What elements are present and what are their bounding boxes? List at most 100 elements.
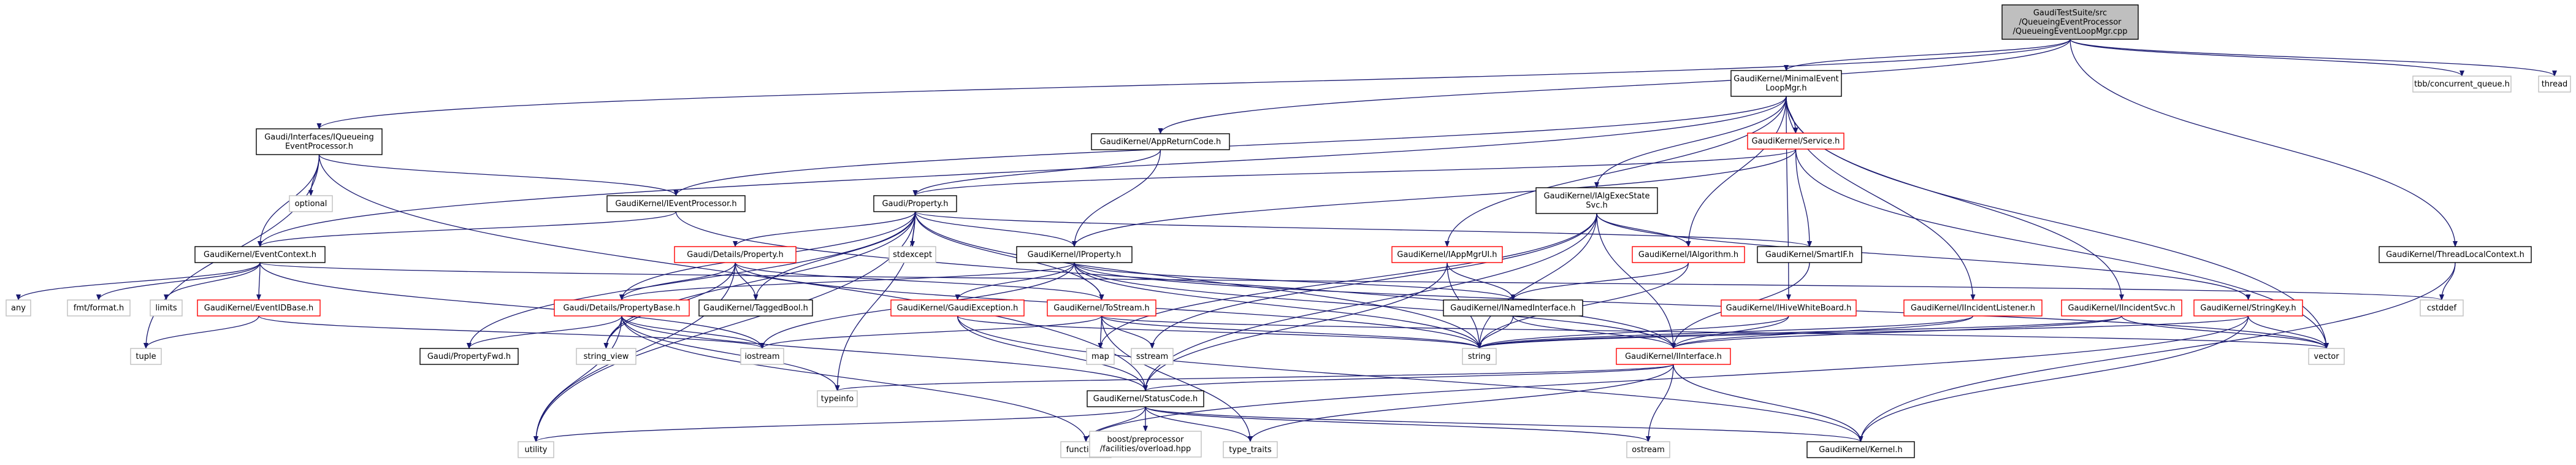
node-box — [1047, 299, 1156, 317]
node-threadlocal[interactable]: GaudiKernel/ThreadLocalContext.h — [2379, 246, 2532, 263]
edge-iproperty-to-string — [1074, 262, 1482, 349]
node-label: iostream — [744, 352, 779, 361]
edge-ialgexecstate-to-ialgorithm — [1596, 213, 1691, 247]
node-label: GaudiKernel/StringKey.h — [2200, 304, 2296, 313]
node-box — [2538, 75, 2571, 93]
node-label: GaudiTestSuite/src — [2033, 9, 2107, 18]
node-box — [2061, 299, 2182, 317]
node-thread: thread — [2538, 75, 2571, 93]
node-iincidentsvc[interactable]: GaudiKernel/IIncidentSvc.h — [2061, 299, 2182, 317]
edge-gaudiexception-to-statuscode — [957, 315, 1148, 391]
edge-root-to-tbbqueue — [2070, 39, 2464, 77]
node-kernel[interactable]: GaudiKernel/Kernel.h — [1806, 441, 1915, 458]
edge-inamedinterface-to-iinterface — [1512, 315, 1676, 349]
node-smartif[interactable]: GaudiKernel/SmartIF.h — [1757, 246, 1862, 263]
edge-eventcontext-to-cstddef — [259, 262, 2444, 301]
edge-iincidentlistener-to-iinterface — [1671, 315, 1974, 349]
node-taggedbool[interactable]: GaudiKernel/TaggedBool.h — [698, 299, 813, 317]
edge-tostream-to-sstream — [1101, 315, 1155, 349]
node-stdexcept: stdexcept — [889, 246, 936, 263]
node-box — [2412, 75, 2512, 93]
edge-iincidentsvc-to-iinterface — [1671, 315, 2122, 349]
edge-ihivewhiteboard-to-string — [1477, 315, 1789, 349]
edge-gaudiexception-to-kernel — [957, 315, 1863, 442]
node-label: GaudiKernel/EventContext.h — [204, 250, 316, 259]
node-eventcontext[interactable]: GaudiKernel/EventContext.h — [194, 246, 326, 263]
edge-service-to-smartif — [1795, 148, 1812, 247]
node-typeinfo: typeinfo — [817, 390, 858, 407]
node-iinterface[interactable]: GaudiKernel/IInterface.h — [1616, 348, 1731, 365]
node-tuple: tuple — [130, 348, 162, 365]
node-label: optional — [295, 199, 327, 209]
node-box — [1757, 246, 1862, 263]
edge-iinterface-to-statuscode — [1143, 364, 1674, 391]
node-box — [1089, 431, 1202, 458]
node-ihivewhiteboard[interactable]: GaudiKernel/IHiveWhiteBoard.h — [1721, 299, 1857, 317]
node-propertybase[interactable]: Gaudi/Details/PropertyBase.h — [554, 299, 690, 317]
edge-statuscode-to-typetraits — [1145, 406, 1253, 442]
edge-service-to-iproperty — [1072, 148, 1797, 247]
node-label: vector — [2314, 352, 2339, 361]
edge-iincidentsvc-to-vector — [2121, 315, 2329, 349]
edge-detailsproperty-to-propertybase — [619, 262, 736, 301]
node-iincidentlistener[interactable]: GaudiKernel/IIncidentListener.h — [1903, 299, 2043, 317]
node-appreturncode[interactable]: GaudiKernel/AppReturnCode.h — [1091, 133, 1230, 150]
edge-eventcontext-to-ieventobase — [256, 262, 262, 301]
node-label: /QueueingEventLoopMgr.cpp — [2012, 27, 2127, 36]
node-label: typeinfo — [821, 394, 854, 404]
edge-minimaleventloop-to-ihivewhiteboard — [1786, 96, 1791, 301]
node-box — [817, 390, 858, 407]
node-statuscode[interactable]: GaudiKernel/StatusCode.h — [1087, 390, 1204, 407]
edge-iinterface-to-ostream — [1646, 364, 1674, 442]
node-service[interactable]: GaudiKernel/Service.h — [1747, 133, 1844, 150]
edge-property-to-typeinfo — [835, 211, 916, 391]
node-label: ostream — [1632, 445, 1665, 455]
node-box — [1721, 299, 1857, 317]
node-tostream[interactable]: GaudiKernel/ToStream.h — [1047, 299, 1156, 317]
node-box — [740, 348, 784, 365]
node-detailsproperty[interactable]: Gaudi/Details/Property.h — [674, 246, 797, 263]
node-iproperty[interactable]: GaudiKernel/IProperty.h — [1016, 246, 1133, 263]
node-box — [873, 195, 957, 212]
node-iqueueing[interactable]: Gaudi/Interfaces/IQueueingEventProcessor… — [256, 128, 383, 155]
edge-minimaleventloop-to-iappmgrui — [1445, 96, 1787, 247]
node-label: Svc.h — [1586, 201, 1607, 210]
edge-detailsproperty-to-tostream — [735, 262, 1104, 301]
edge-minimaleventloop-to-ieventprocessor — [673, 96, 1787, 196]
node-ieventprocessor[interactable]: GaudiKernel/IEventProcessor.h — [606, 195, 746, 212]
node-box — [1016, 246, 1133, 263]
node-typetraits: type_traits — [1223, 441, 1278, 458]
node-iappmgrui[interactable]: GaudiKernel/IAppMgrUI.h — [1391, 246, 1503, 263]
edge-detailsproperty-to-taggedbool — [735, 262, 759, 301]
edge-eventcontext-to-iostream — [259, 262, 765, 349]
node-box — [674, 246, 797, 263]
edge-minimaleventloop-to-service — [1786, 96, 1798, 134]
node-iostream: iostream — [740, 348, 784, 365]
edge-eventcontext-to-any — [16, 262, 261, 301]
edge-property-to-propertyfwd — [467, 211, 916, 349]
edge-property-to-taggedbool — [753, 211, 916, 301]
edge-iincidentsvc-to-string — [1477, 315, 2122, 349]
node-label: string — [1468, 352, 1491, 361]
node-property[interactable]: Gaudi/Property.h — [873, 195, 957, 212]
edge-iappmgrui-to-inamedinterface — [1447, 262, 1516, 301]
node-inamedinterface[interactable]: GaudiKernel/INamedInterface.h — [1443, 299, 1583, 317]
node-ieventobase[interactable]: GaudiKernel/EventIDBase.h — [197, 299, 321, 317]
node-box — [2420, 299, 2464, 317]
edge-propertybase-to-utility — [533, 315, 622, 442]
edge-iinterface-to-typeinfo — [835, 364, 1674, 391]
edge-root-to-threadlocal — [2070, 39, 2458, 247]
edge-propertybase-to-iostream — [621, 315, 765, 349]
node-propertyfwd[interactable]: Gaudi/PropertyFwd.h — [419, 348, 519, 365]
node-box — [576, 348, 636, 365]
node-root[interactable]: GaudiTestSuite/src/QueueingEventProcesso… — [2001, 4, 2139, 40]
node-box — [554, 299, 690, 317]
node-stringkey[interactable]: GaudiKernel/StringKey.h — [2193, 299, 2303, 317]
node-gaudiexception[interactable]: GaudiKernel/GaudiException.h — [890, 299, 1025, 317]
node-ostream: ostream — [1626, 441, 1670, 458]
node-ialgorithm[interactable]: GaudiKernel/IAlgorithm.h — [1632, 246, 1745, 263]
edge-iproperty-to-propertybase — [619, 262, 1075, 301]
node-label: thread — [2542, 80, 2568, 89]
